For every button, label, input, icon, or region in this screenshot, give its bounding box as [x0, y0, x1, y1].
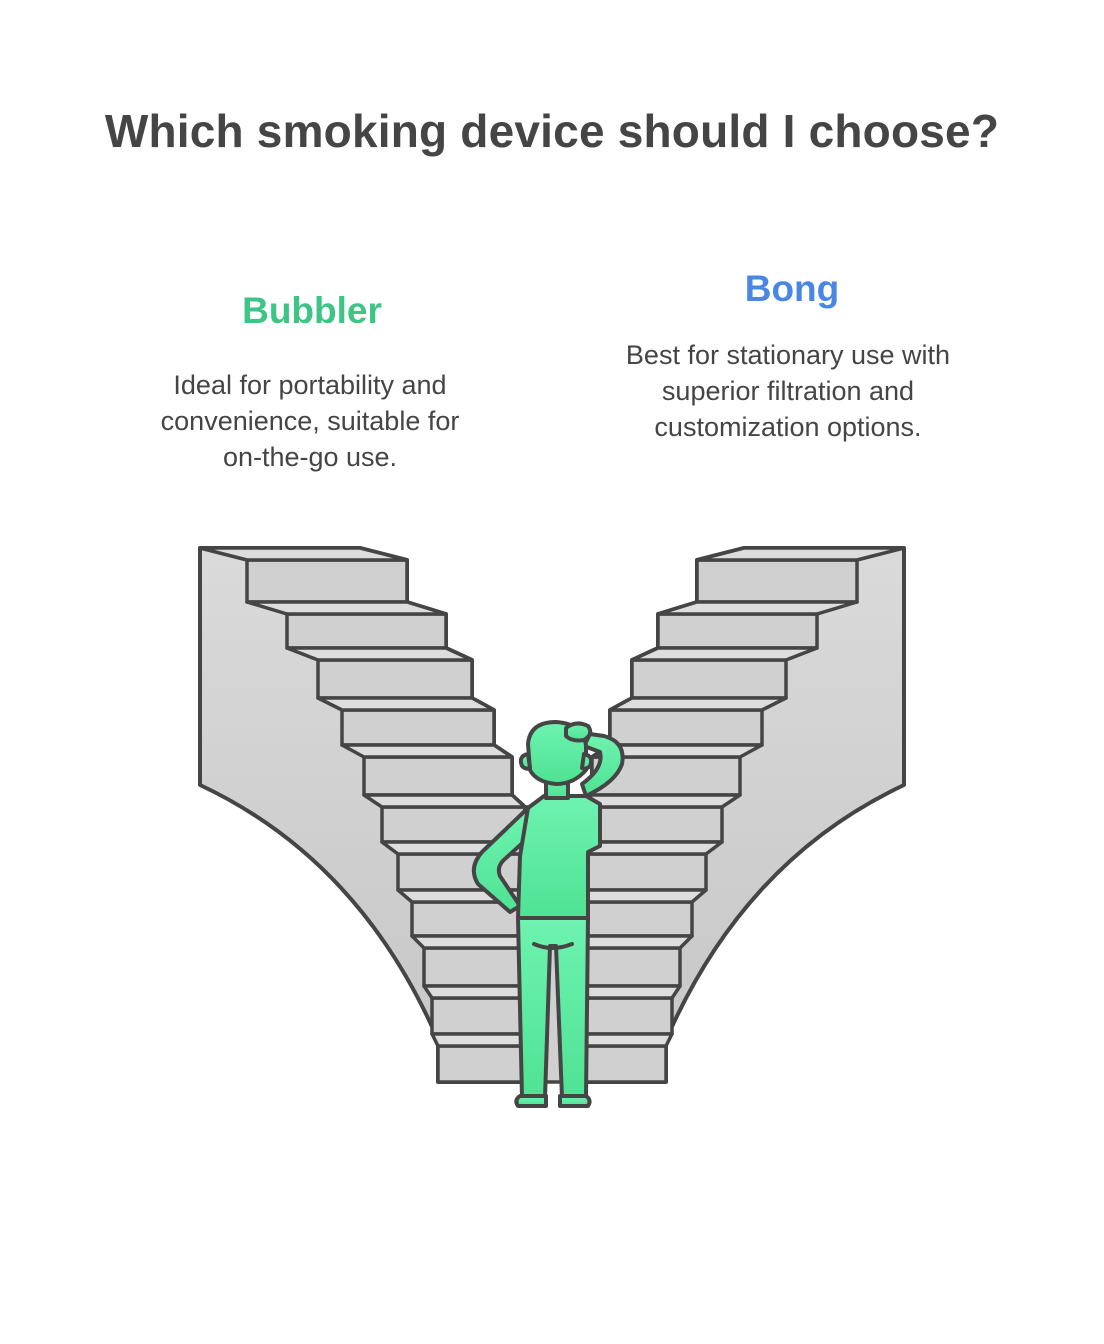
right-step-11 [577, 1044, 668, 1084]
left-step-5 [362, 755, 514, 797]
thinking-person [471, 720, 625, 1108]
person-right-ear [580, 752, 594, 771]
right-step-1-top [695, 546, 906, 562]
left-step-9-top [410, 934, 527, 950]
left-step-2-top [245, 600, 448, 616]
right-step-9-top [577, 934, 694, 950]
person-torso [516, 794, 602, 920]
left-step-3-top [285, 646, 474, 662]
right-step-9 [577, 946, 682, 988]
left-step-11 [436, 1044, 527, 1084]
left-step-10 [430, 996, 527, 1036]
option-title-bubbler: Bubbler [242, 290, 382, 331]
person-right-foot [558, 1094, 592, 1108]
person-left-ear [518, 752, 532, 771]
right-step-8 [577, 900, 694, 938]
right-step-2 [656, 612, 819, 650]
left-step-5-top [340, 743, 514, 759]
option-description-bubbler: Ideal for portability and convenience, s… [160, 370, 460, 472]
right-step-3-top [630, 646, 819, 662]
right-step-8-top [577, 888, 708, 904]
right-step-11-top [577, 1032, 674, 1048]
left-step-9 [422, 946, 527, 988]
person-hand [564, 721, 593, 743]
person-left-foot [514, 1094, 548, 1108]
person-right-arm [580, 732, 625, 798]
person-seat-line [532, 942, 574, 950]
left-step-10-top [422, 984, 527, 1000]
right-step-10-top [577, 984, 682, 1000]
right-step-10 [577, 996, 674, 1036]
right-step-1 [695, 558, 859, 604]
right-step-7 [577, 852, 708, 892]
option-title-bong: Bong [744, 268, 840, 309]
right-step-6-top [577, 793, 742, 809]
left-step-2 [285, 612, 448, 650]
option-description-bong: Best for stationary use with superior fi… [625, 340, 951, 442]
right-step-4-top [608, 696, 788, 712]
left-step-3 [316, 658, 474, 700]
right-step-4 [608, 708, 764, 747]
left-step-11-top [430, 1032, 527, 1048]
left-step-6-top [362, 793, 527, 809]
left-step-4-top [316, 696, 496, 712]
right-step-3 [630, 658, 788, 700]
left-step-1 [245, 558, 409, 604]
right-step-2-top [656, 600, 859, 616]
page-title: Which smoking device should I choose? [104, 105, 1000, 157]
left-step-4 [340, 708, 496, 747]
left-step-1-top [198, 546, 409, 562]
